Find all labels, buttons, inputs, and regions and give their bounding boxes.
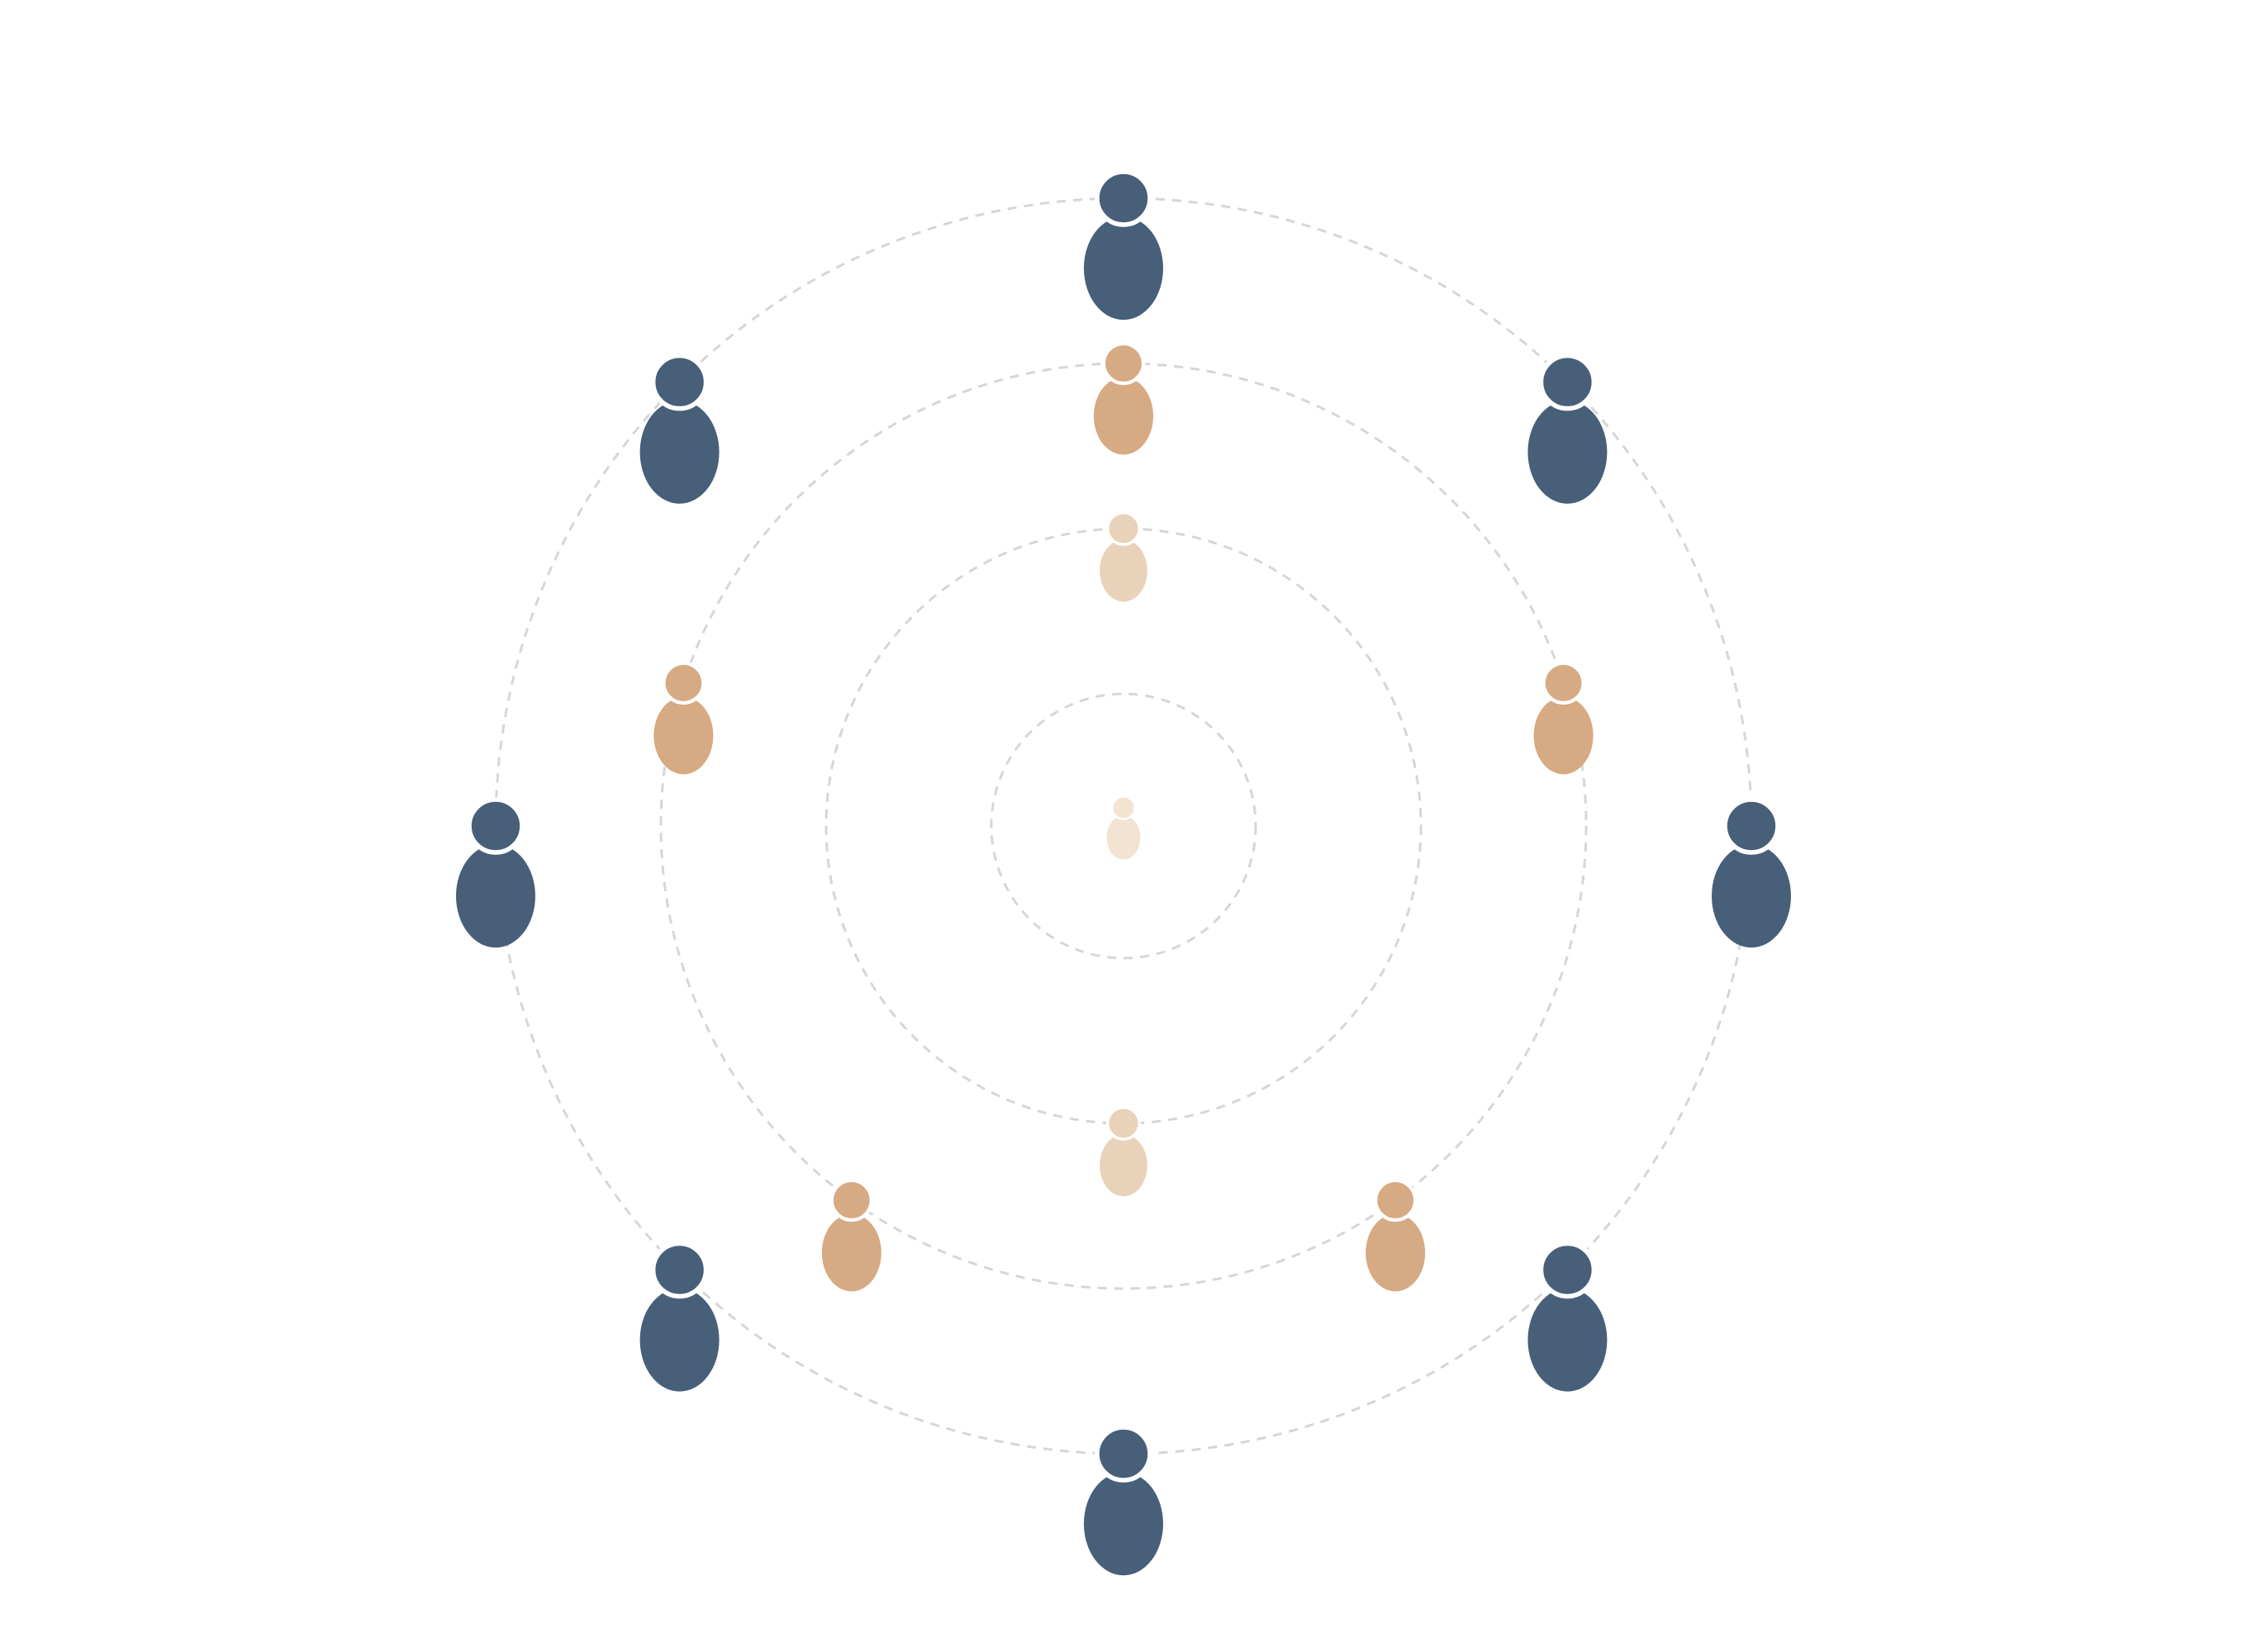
person-head [1106,1106,1141,1141]
person-figure-icon [639,1241,720,1392]
person-head [1374,1178,1418,1222]
person-body [1094,377,1153,455]
person-head [650,1241,709,1299]
person-figure-icon [1106,795,1141,860]
person-body [653,696,714,775]
person-head [1542,661,1585,705]
person-head [1095,1425,1152,1483]
person-body [1366,1213,1426,1292]
person-figure-icon [1712,797,1791,948]
person-body [821,1213,881,1292]
ring-3 [659,362,1588,1290]
person-head [1722,797,1780,855]
person-head [1106,511,1141,546]
person-figure-icon [1527,1241,1608,1392]
person-head [1101,341,1146,386]
person-body [1527,400,1608,504]
person-body [1533,696,1594,775]
person-figure-icon [1366,1178,1426,1292]
person-head [1538,1241,1597,1299]
person-head [829,1178,873,1222]
person-figure-icon [639,353,720,504]
person-head [650,353,709,411]
person-body [1712,844,1791,948]
person-head [1538,353,1597,411]
person-body [1084,216,1163,320]
person-body [456,844,535,948]
person-body [1106,815,1141,860]
person-figure-icon [1100,1106,1147,1197]
person-body [639,400,720,504]
person-figure-icon [821,1178,881,1292]
person-figure-icon [653,661,714,775]
person-figure-icon [1084,169,1163,320]
person-head [1111,795,1136,820]
person-figure-icon [1533,661,1594,775]
person-figure-icon [1100,511,1147,602]
person-head [1095,169,1152,227]
person-figure-icon [1084,1425,1163,1576]
person-body [639,1288,720,1392]
figures-layer [456,169,1791,1576]
person-body [1527,1288,1608,1392]
person-figure-icon [456,797,535,948]
person-body [1100,539,1147,602]
person-head [467,797,525,855]
person-body [1084,1472,1163,1576]
person-figure-icon [1094,341,1153,455]
person-body [1100,1134,1147,1197]
ring-1 [990,692,1257,960]
person-figure-icon [1527,353,1608,504]
person-head [662,661,705,705]
